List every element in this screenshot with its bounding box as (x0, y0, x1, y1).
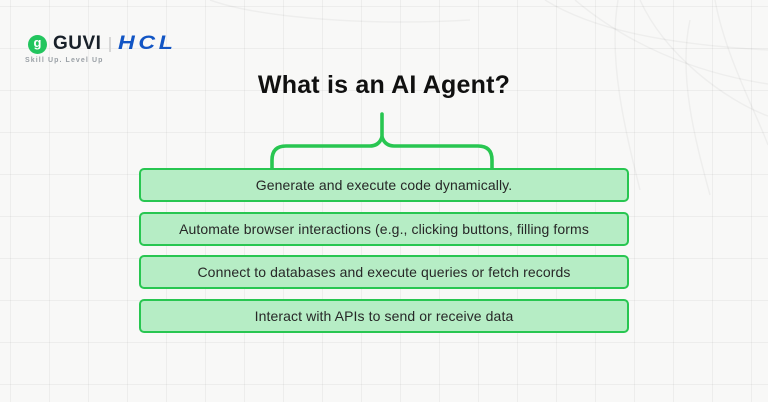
capability-item: Connect to databases and execute queries… (139, 255, 629, 289)
capability-item: Automate browser interactions (e.g., cli… (139, 211, 629, 246)
agent-capabilities-list: Generate and execute code dynamically. A… (139, 168, 629, 333)
guvi-logo-icon: g (28, 34, 47, 54)
page-title: What is an AI Agent? (257, 71, 511, 99)
brand-hcl-text: HCL (118, 33, 178, 54)
capability-label: Connect to databases and execute queries… (197, 264, 571, 280)
capability-label: Generate and execute code dynamically. (255, 177, 513, 193)
guvi-logo-glyph: g (33, 35, 42, 50)
brace-connector (270, 112, 494, 172)
logo-tagline: Skill Up. Level Up (25, 57, 104, 64)
guvi-hcl-logo: g GUVI HCL (28, 33, 173, 55)
logo-divider (109, 36, 112, 52)
capability-item: Interact with APIs to send or receive da… (139, 298, 629, 333)
capability-label: Interact with APIs to send or receive da… (254, 307, 514, 324)
capability-label: Automate browser interactions (e.g., cli… (179, 220, 589, 237)
capability-item: Generate and execute code dynamically. (139, 168, 629, 202)
brand-guvi-text: GUVI (53, 33, 102, 54)
